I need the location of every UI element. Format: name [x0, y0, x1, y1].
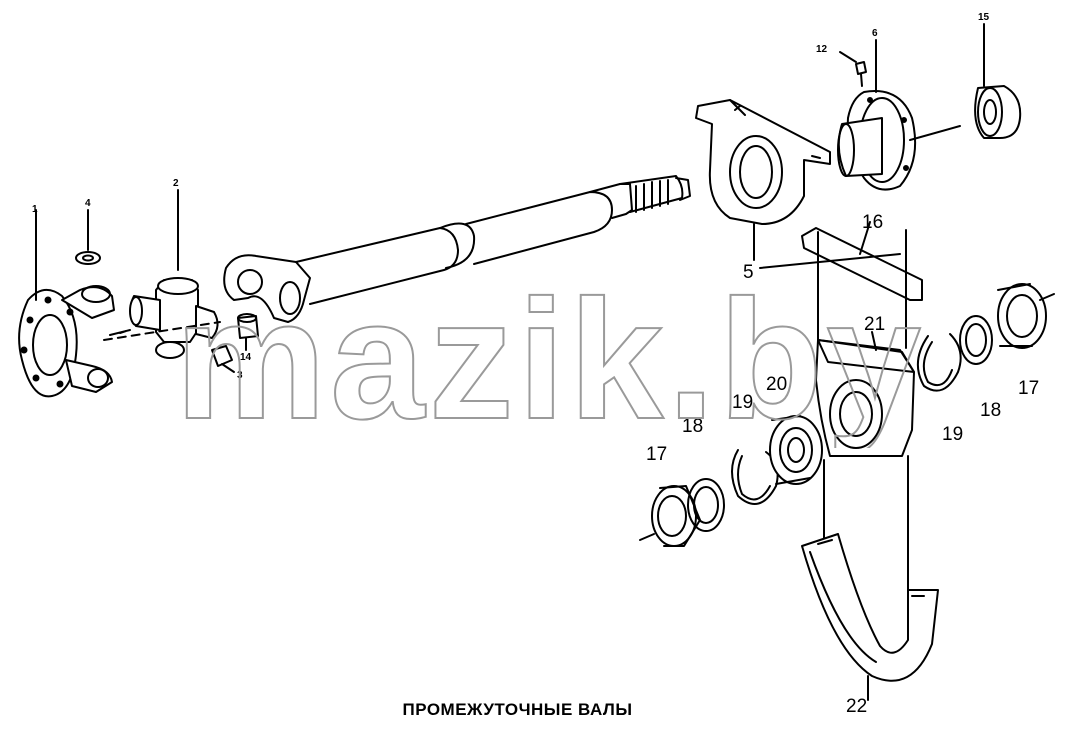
label-part-16: 16: [862, 212, 883, 233]
flange-nut-part: [974, 23, 1022, 139]
label-part-2: 2: [173, 178, 179, 189]
thrust-washer-right-part: [959, 315, 993, 365]
label-part-20: 20: [766, 374, 787, 395]
bearing-seal-right-part: [997, 283, 1055, 349]
snap-ring-right-part: [917, 333, 962, 392]
label-part-21: 21: [864, 314, 885, 335]
bolt-part: [211, 345, 235, 373]
label-part-6: 6: [872, 28, 878, 39]
label-part-15: 15: [978, 12, 990, 23]
support-strap-part: [801, 533, 939, 701]
label-part-12: 12: [816, 44, 828, 55]
label-part-17-left: 17: [646, 444, 667, 465]
center-bearing-bracket-part: [695, 99, 831, 261]
label-part-18-right: 18: [980, 400, 1001, 421]
flange-bolt-part: [839, 51, 867, 87]
label-part-4: 4: [85, 198, 91, 209]
intermediate-shaft-part: [223, 175, 691, 323]
label-part-5: 5: [743, 262, 754, 283]
bearing-cushion-part: [815, 229, 915, 591]
label-part-3: 3: [237, 370, 243, 381]
diagram-caption: ПРОМЕЖУТОЧНЫЕ ВАЛЫ: [402, 700, 633, 719]
label-part-1: 1: [32, 204, 38, 215]
label-part-14: 14: [240, 352, 252, 363]
thrust-washer-left-part: [687, 478, 725, 532]
label-part-19-left: 19: [732, 392, 753, 413]
center-bearing-part: [769, 415, 823, 485]
bearing-cap-part: [237, 313, 259, 351]
companion-flange-part: [837, 39, 961, 191]
lock-washer-part: [75, 209, 101, 265]
shim-plate-part: [759, 221, 923, 301]
label-part-17-right: 17: [1018, 378, 1039, 399]
watermark: mazik.by: [174, 268, 925, 448]
label-part-22: 22: [846, 696, 867, 717]
flange-yoke-part: [18, 209, 115, 398]
label-part-19-right: 19: [942, 424, 963, 445]
watermark-text: mazik.by: [175, 268, 925, 448]
bearing-seal-left-part: [639, 485, 701, 547]
label-part-18-left: 18: [682, 416, 703, 437]
